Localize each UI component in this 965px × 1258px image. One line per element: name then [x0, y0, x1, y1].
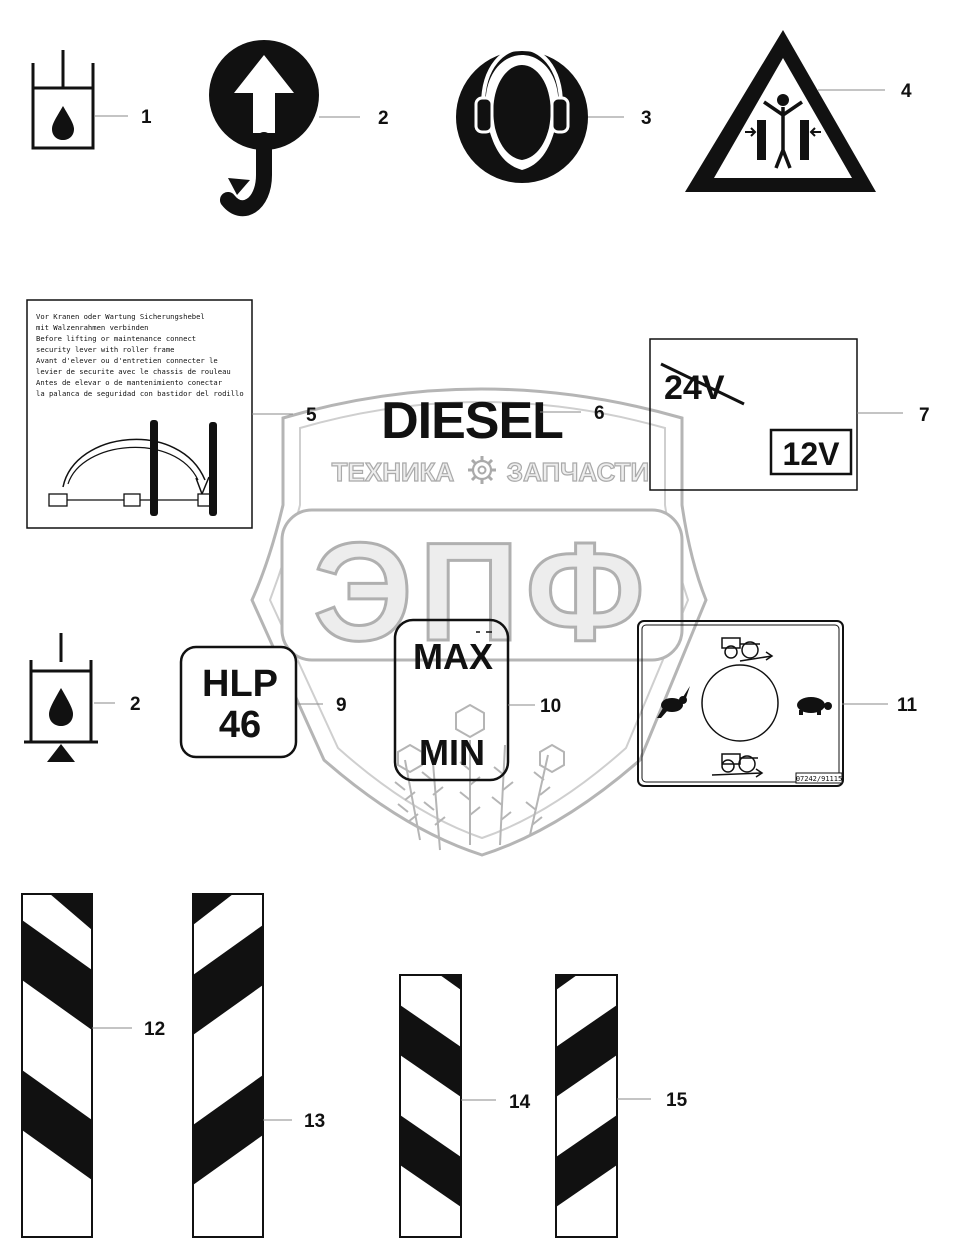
watermark-shield [250, 387, 708, 857]
oil-level-label: MAX MIN [393, 618, 510, 782]
label-code: 07242/91115 [796, 775, 842, 783]
callout-15: 15 [666, 1090, 688, 1111]
callout-3: 3 [641, 108, 652, 129]
callout-9: 9 [336, 695, 347, 716]
callout-12: 12 [144, 1019, 165, 1040]
instruction-line-1: Vor Kranen oder Wartung Sicherungshebel [36, 312, 205, 321]
callout-5: 5 [306, 405, 317, 426]
callout-numbers: 1 2 3 4 5 6 7 2 9 10 11 12 13 14 15 [130, 81, 930, 1132]
callout-13: 13 [304, 1111, 325, 1132]
roller-forward-icon [721, 637, 774, 662]
callout-14: 14 [509, 1092, 531, 1113]
old-voltage-text: 24V [664, 369, 725, 407]
instruction-line-7: Antes de elevar o de mantenimiento conec… [36, 378, 223, 387]
oil-grade-label: HLP 46 [179, 645, 298, 759]
min-level-text: MIN [419, 732, 485, 773]
callout-10: 10 [540, 696, 561, 717]
callout-2-second: 2 [130, 694, 141, 715]
watermark-letters: ЭПФ [313, 513, 651, 670]
lift-instruction-label: Vor Kranen oder Wartung Sicherungshebel … [26, 299, 253, 529]
hydraulic-oil-icon [31, 50, 95, 150]
gear-icon [468, 456, 496, 484]
voltage-label: 24V 12V [649, 338, 858, 491]
crush-hazard-icon [685, 30, 876, 192]
warning-stripe-13 [192, 893, 264, 1238]
lifting-hook-icon [209, 40, 319, 217]
callout-7: 7 [919, 405, 930, 426]
diesel-label: DIESEL [381, 392, 563, 450]
turtle-icon [797, 697, 832, 715]
instruction-line-5: Avant d'elever ou d'entretien connecter … [36, 356, 218, 365]
security-lever-diagram [48, 420, 217, 516]
callout-4: 4 [901, 81, 912, 102]
watermark-left-word: ТЕХНИКА [332, 457, 455, 487]
callout-6: 6 [594, 403, 605, 424]
hydraulic-tank-icon [24, 633, 98, 762]
callout-2: 2 [378, 108, 389, 129]
instruction-line-6: levier de securite avec le chassis de ro… [36, 367, 231, 376]
speed-control-label: 07242/91115 [637, 620, 844, 787]
ear-protection-icon [456, 45, 588, 183]
new-voltage-text: 12V [783, 436, 841, 472]
instruction-line-8: la palanca de seguridad con bastidor del… [36, 389, 244, 398]
callout-11: 11 [897, 695, 918, 716]
callout-1: 1 [141, 107, 152, 128]
watermark-right-word: ЗАПЧАСТИ [507, 457, 650, 487]
warning-stripe-14 [399, 974, 462, 1238]
instruction-line-3: Before lifting or maintenance connect [36, 334, 196, 343]
instruction-line-2: mit Walzenrahmen verbinden [36, 323, 149, 332]
oil-grade-line-2: 46 [219, 704, 261, 746]
watermark: ЭПФ ТЕХНИКА ЗАПЧАСТИ [250, 387, 708, 857]
rabbit-icon [657, 686, 690, 718]
warning-stripe-15 [555, 974, 618, 1238]
max-level-text: MAX [413, 636, 493, 677]
roller-reverse-icon [711, 753, 764, 778]
oil-grade-line-1: HLP [202, 663, 278, 705]
instruction-line-4: security lever with roller frame [36, 345, 174, 354]
warning-stripe-12 [21, 893, 93, 1238]
